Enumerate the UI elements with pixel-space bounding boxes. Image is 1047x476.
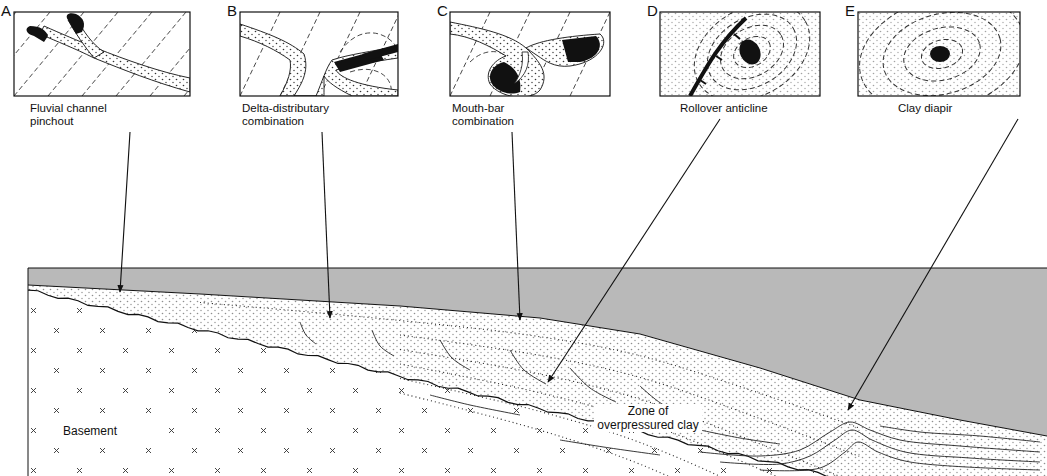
bedding-line (570, 368, 616, 402)
panel-caption: Fluvial channel pinchout (30, 102, 130, 128)
trap-panel: E Clay diapir (845, 2, 1021, 132)
trap-panel: B Delta-distributary combination (227, 2, 399, 132)
growth-fault (690, 18, 746, 96)
hydrocarbon (562, 36, 600, 62)
bedding-line (372, 330, 394, 356)
bedding-line (300, 322, 316, 344)
region-label: Basement (48, 424, 132, 438)
panel-caption: Delta-distributary combination (242, 102, 352, 128)
bedding-line (560, 440, 660, 455)
clay-diapir (760, 442, 1040, 471)
panel-letter: D (647, 2, 658, 19)
bedding-line (700, 430, 780, 444)
panel-letter: B (227, 2, 237, 19)
panel-letter: A (1, 2, 11, 19)
panel-caption: Mouth-bar combination (452, 102, 547, 128)
clay-diapir (720, 430, 1040, 465)
basement (28, 288, 830, 476)
bedding-line (510, 350, 546, 384)
trap-panel: C Mouth-bar combination (437, 2, 611, 132)
unconformity (28, 290, 828, 476)
clay-diapir (880, 426, 1040, 442)
leader-arrow (322, 132, 330, 318)
leader-arrow (120, 132, 130, 292)
trap-panel (410, 12, 650, 97)
trap-panel: A Fluvial channel pinchout (1, 2, 191, 132)
sediment-wedge (28, 285, 1047, 476)
trap-panel (660, 0, 827, 121)
leader-arrow (848, 119, 1018, 410)
leader-arrow (548, 119, 720, 382)
panel-letter: E (845, 2, 855, 19)
hydrocarbon (930, 46, 950, 62)
bedding-line (430, 395, 520, 415)
trap-panel (846, 0, 1037, 130)
bedding-line (440, 340, 470, 370)
region-label: Zone of overpressured clay (594, 404, 702, 432)
seafloor (28, 285, 1047, 436)
hydrocarbon (490, 62, 520, 94)
trap-panel: D Rollover anticline (647, 2, 821, 132)
leader-arrow (512, 132, 520, 320)
hydrocarbon (27, 26, 48, 42)
hydrocarbon (362, 44, 398, 60)
panel-caption: Clay diapir (898, 102, 988, 115)
panel-letter: C (437, 2, 448, 19)
trap-panel (200, 12, 440, 96)
trap-panel (0, 12, 254, 96)
hydrocarbon (67, 13, 84, 34)
hydrocarbon (735, 36, 764, 68)
panel-caption: Rollover anticline (680, 102, 790, 115)
